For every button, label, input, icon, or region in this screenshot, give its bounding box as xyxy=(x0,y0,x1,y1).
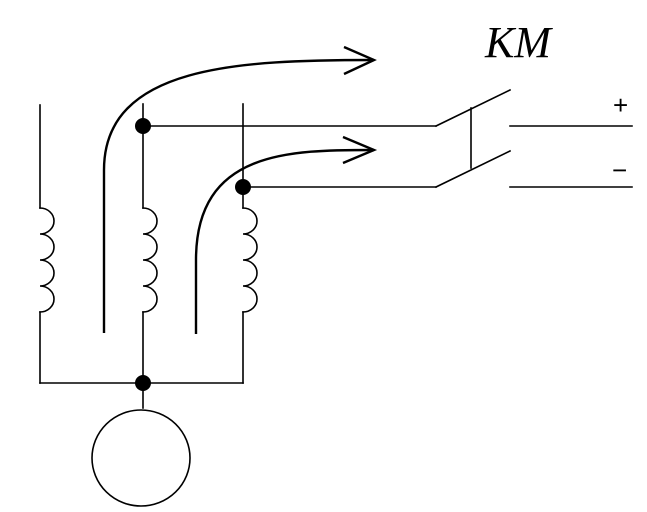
junction-node-bottom xyxy=(135,375,151,391)
junction-node-top xyxy=(135,118,151,134)
middle-winding xyxy=(142,103,158,409)
plus-sign: + xyxy=(613,90,628,120)
current-arrow-lower xyxy=(194,135,378,334)
right-winding xyxy=(242,103,258,384)
contactor-label: КМ xyxy=(484,18,553,67)
junction-node-middle xyxy=(235,179,251,195)
minus-sign: − xyxy=(612,155,627,185)
generator-circle xyxy=(91,409,191,507)
contactor-km xyxy=(434,88,633,189)
current-arrow-upper xyxy=(102,45,377,333)
left-winding xyxy=(39,104,55,384)
